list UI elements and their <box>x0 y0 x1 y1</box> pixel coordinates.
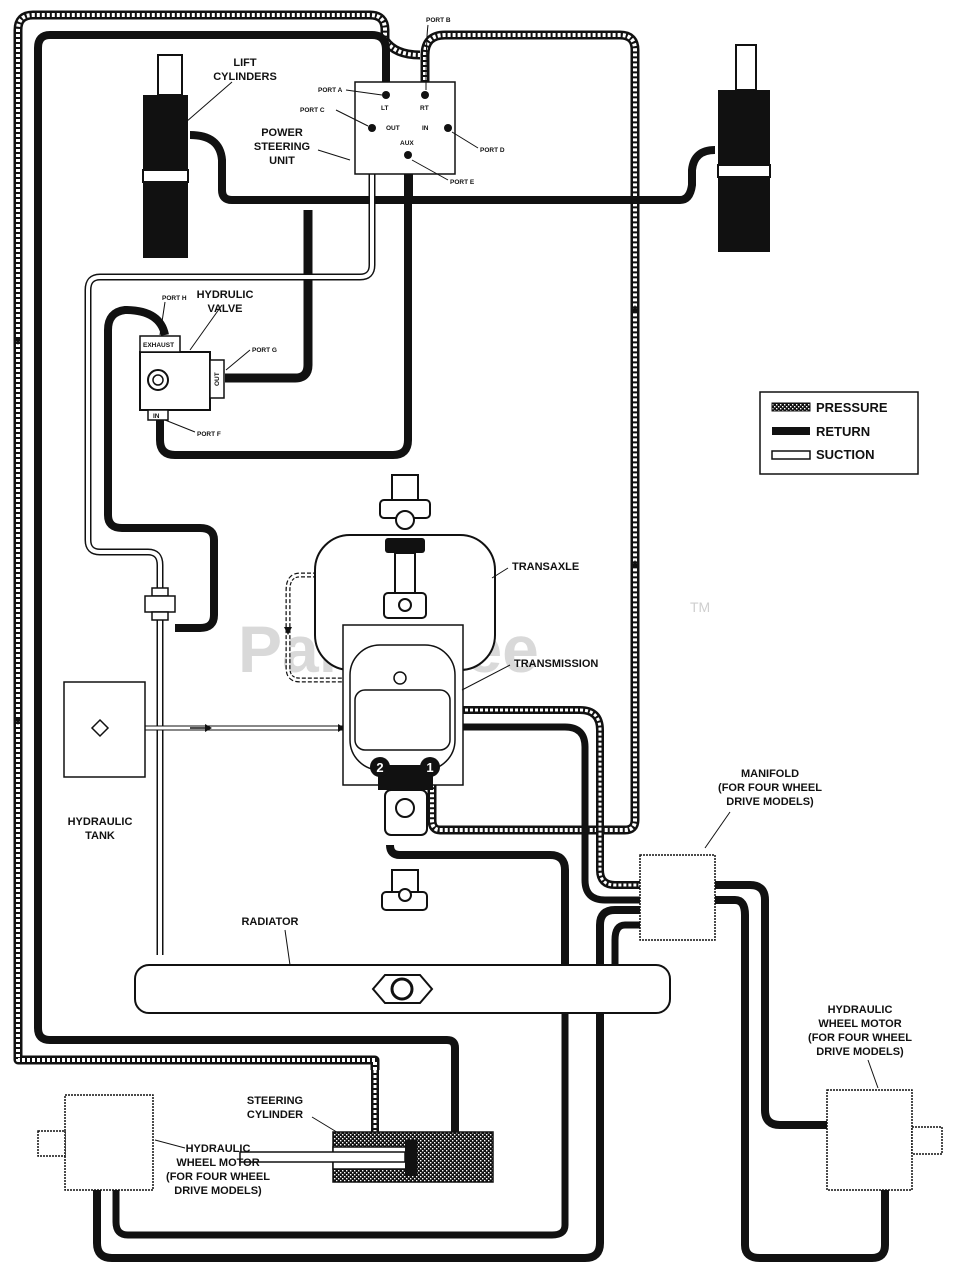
legend-pressure-label: PRESSURE <box>816 400 888 415</box>
port-a-label: PORT A <box>318 87 343 94</box>
outer-pressure-hose <box>13 10 421 1070</box>
legend-suction-swatch <box>771 450 811 460</box>
hydraulic-valve-label-2: VALVE <box>207 303 242 315</box>
left-wheel-motor-label-1: HYDRAULIC <box>186 1143 251 1155</box>
lift-cylinders-label-1: LIFT <box>233 57 256 69</box>
right-wheel-motor <box>826 1089 943 1191</box>
port-d-label: PORT D <box>480 147 505 154</box>
radiator <box>134 964 671 1014</box>
port-g-label: PORT G <box>252 347 277 354</box>
legend-suction-label: SUCTION <box>816 447 875 462</box>
port-g-hose <box>225 210 313 383</box>
manifold <box>639 854 716 941</box>
left-wheel-motor-label-4: DRIVE MODELS) <box>174 1185 262 1197</box>
transmission-label: TRANSMISSION <box>514 658 598 670</box>
power-steering-label-3: UNIT <box>269 155 295 167</box>
outer-return-hose <box>34 31 459 1080</box>
out-label: OUT <box>386 125 400 132</box>
hydraulic-tank-label-2: TANK <box>85 830 115 842</box>
legend-return-swatch <box>772 427 810 435</box>
svg-text:1: 1 <box>426 760 433 775</box>
right-wheel-motor-label-4: DRIVE MODELS) <box>816 1046 904 1058</box>
legend-pressure-swatch <box>771 402 811 412</box>
left-wheel-motor-label-3: (FOR FOUR WHEEL <box>166 1171 270 1183</box>
port-e-hose <box>156 158 412 459</box>
port-1-marker: 1 <box>420 757 440 777</box>
valve-in-label: IN <box>153 413 160 420</box>
legend: PRESSURE RETURN SUCTION <box>759 391 919 475</box>
right-wheel-motor-label-3: (FOR FOUR WHEEL <box>808 1032 912 1044</box>
port-e-label: PORT E <box>450 179 475 186</box>
power-steering-label-1: POWER <box>261 127 303 139</box>
power-steering-unit <box>354 81 456 175</box>
watermark-tm: TM <box>690 599 710 615</box>
left-wheel-motor-label-2: WHEEL MOTOR <box>176 1157 259 1169</box>
right-wheel-motor-label-2: WHEEL MOTOR <box>818 1018 901 1030</box>
lt-label: LT <box>381 105 388 112</box>
radiator-label: RADIATOR <box>241 916 298 928</box>
exhaust-label: EXHAUST <box>143 342 174 349</box>
hydraulic-valve <box>139 335 225 421</box>
right-lift-cylinder <box>717 44 771 252</box>
port-h-label: PORT H <box>162 295 187 302</box>
in-label: IN <box>422 125 429 132</box>
port-c-label: PORT C <box>300 107 325 114</box>
port-2-marker: 2 <box>370 757 390 777</box>
right-pressure-hose <box>420 30 640 835</box>
power-steering-label-2: STEERING <box>254 141 310 153</box>
left-lift-cylinder <box>142 54 189 258</box>
left-wheel-motor <box>37 1094 154 1191</box>
flow-arrows <box>14 230 639 920</box>
tee-fitting <box>144 587 176 621</box>
port-b-label: PORT B <box>426 17 451 24</box>
right-wheel-motor-label-1: HYDRAULIC <box>828 1004 893 1016</box>
leader-lines <box>154 24 879 1149</box>
port-h-hose <box>104 306 218 632</box>
drive-shaft <box>378 474 433 911</box>
tank-port <box>90 718 110 738</box>
lift-cylinders-label-2: CYLINDERS <box>213 71 277 83</box>
hydraulic-tank-label-1: HYDRAULIC <box>68 816 133 828</box>
right-motor-hoses <box>715 881 889 1262</box>
valve-out-label: OUT <box>214 372 221 386</box>
manifold-label-1: MANIFOLD <box>741 768 799 780</box>
steering-cylinder-label-1: STEERING <box>247 1095 303 1107</box>
svg-text:2: 2 <box>376 760 383 775</box>
port-f-label: PORT F <box>197 431 221 438</box>
steering-hoses <box>371 1070 459 1132</box>
manifold-label-2: (FOR FOUR WHEEL <box>718 782 822 794</box>
rt-label: RT <box>420 105 429 112</box>
manifold-label-3: DRIVE MODELS) <box>726 796 814 808</box>
transaxle-suction-loop <box>284 572 400 683</box>
transaxle-label: TRANSAXLE <box>512 561 579 573</box>
steering-cylinder-label-2: CYLINDER <box>247 1109 303 1121</box>
hydraulic-valve-label-1: HYDRULIC <box>197 289 254 301</box>
transmission <box>342 624 464 786</box>
manifold-hoses <box>410 706 640 965</box>
port-c-suction-hose <box>84 140 376 955</box>
legend-return-label: RETURN <box>816 424 870 439</box>
aux-label: AUX <box>400 140 414 147</box>
steering-cylinder <box>239 1131 494 1183</box>
